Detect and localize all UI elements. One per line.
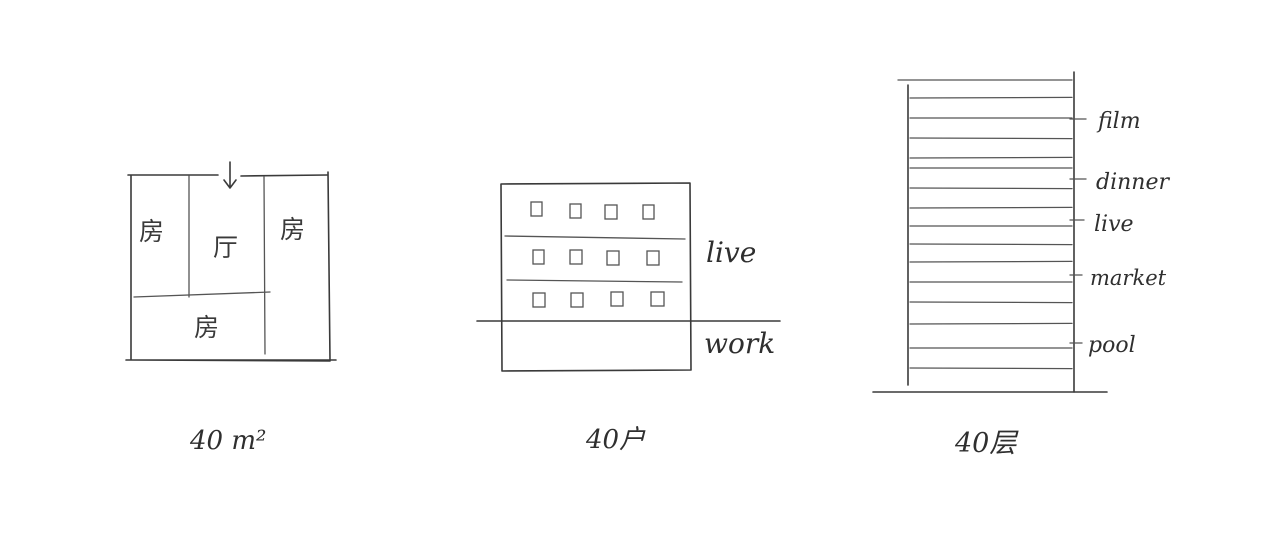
live-label: live (706, 236, 756, 269)
tower-floor-line (909, 137, 1073, 140)
tower-floor-line (909, 322, 1073, 325)
window-grid (530, 201, 665, 308)
room-label-2: 厅 (213, 233, 238, 262)
window-icon (610, 291, 624, 307)
tower-floor-line (909, 260, 1073, 263)
tower-floor-line (909, 243, 1073, 246)
apartment-building-sketch: live work 40户 (476, 182, 781, 455)
tower-floor-line (909, 367, 1073, 370)
floor-line-1 (504, 235, 686, 240)
room-label-3: 房 (280, 215, 305, 244)
dinner-label: dinner (1096, 170, 1170, 195)
window-icon (530, 201, 543, 217)
window-icon (570, 292, 584, 308)
tower-floor-line (909, 96, 1073, 99)
floor-plan-wall-horizontal (133, 291, 271, 298)
tower-caption: 40层 (954, 428, 1019, 459)
market-label: market (1090, 266, 1167, 290)
window-icon (532, 249, 545, 265)
floor-plan-wall-right (263, 176, 266, 355)
tower-sketch: film dinner live market pool 40层 (872, 71, 1170, 459)
window-icon (569, 249, 583, 265)
tower-floor-lines (909, 96, 1073, 370)
live-label-tower: live (1094, 212, 1134, 237)
work-label: work (704, 327, 775, 360)
room-label-1: 房 (139, 217, 164, 246)
floor-plan-sketch: 房 厅 房 房 40 m² (125, 161, 337, 456)
floor-plan-outline (125, 171, 337, 362)
tower-floor-line (909, 187, 1073, 190)
film-label: film (1096, 109, 1141, 134)
floor-line-2 (506, 279, 683, 283)
floor-plan-caption: 40 m² (189, 426, 266, 456)
pool-label: pool (1088, 333, 1136, 358)
entrance-arrow-icon (223, 161, 237, 189)
window-icon (642, 204, 655, 220)
window-icon (569, 203, 582, 219)
building-caption: 40户 (585, 425, 646, 455)
window-icon (650, 291, 665, 307)
tower-floor-line (909, 301, 1073, 304)
window-icon (604, 204, 618, 220)
window-icon (532, 292, 546, 308)
building-outline (500, 182, 692, 372)
window-icon (606, 250, 620, 266)
room-label-4: 房 (194, 313, 219, 342)
tower-floor-line (909, 156, 1073, 159)
window-icon (646, 250, 660, 266)
tower-floor-line (909, 206, 1073, 209)
